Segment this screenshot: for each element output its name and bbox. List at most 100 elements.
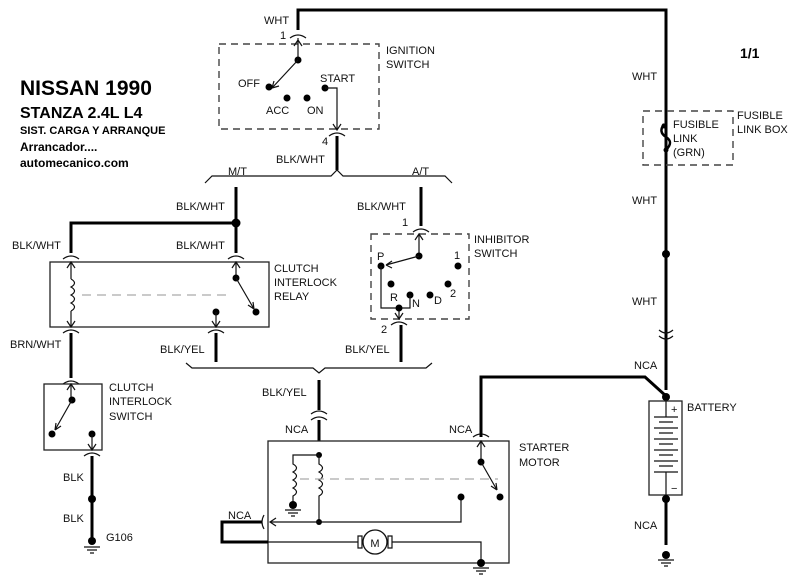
- motor-symbol: M: [370, 538, 379, 550]
- wire-battery-cable: [479, 375, 668, 437]
- inh-pos-r: R: [390, 292, 398, 304]
- contact-dot: [48, 430, 56, 438]
- inh-pos-n: N: [412, 298, 420, 310]
- branch-mt: M/T: [228, 166, 247, 178]
- fusible-link-box-label-2: LINK BOX: [737, 124, 788, 136]
- connector-icon: [62, 329, 225, 334]
- inhibitor-switch-arm: [385, 255, 420, 269]
- inh-pin-1: 1: [402, 217, 408, 229]
- ground-label: G106: [106, 532, 133, 544]
- relay-switch-arm: [235, 277, 255, 310]
- wire-label-batt-pos: NCA: [634, 360, 658, 372]
- ground-icon: [473, 567, 489, 575]
- connector-icon: [328, 132, 346, 137]
- motor-brushes: [357, 535, 393, 549]
- connector-icon: [310, 410, 328, 421]
- starter-m-circuit: [268, 497, 462, 527]
- battery-label: BATTERY: [687, 402, 737, 414]
- contact-dot: [252, 308, 260, 316]
- wire-label-relay-sw-out: BLK/YEL: [160, 344, 205, 356]
- contact-dot: [303, 94, 311, 102]
- ign-pos-start: START: [320, 73, 355, 85]
- ign-pos-off: OFF: [238, 78, 260, 90]
- contact-dot: [387, 280, 395, 288]
- switch-arm: [271, 59, 299, 89]
- branch-bracket: [204, 169, 453, 184]
- wire-label-starter-s: NCA: [285, 424, 309, 436]
- branch-at: A/T: [412, 166, 429, 178]
- inh-pos-1: 1: [454, 250, 460, 262]
- wire-label-relay-coil-out: BRN/WHT: [10, 339, 62, 351]
- page-indicator: 1/1: [740, 45, 760, 61]
- motor-circuit: [268, 541, 482, 563]
- clutch-switch-label-2: INTERLOCK: [109, 396, 173, 408]
- relay-label-1: CLUTCH: [274, 263, 319, 275]
- contact-dot: [457, 493, 465, 501]
- connector-icon: [658, 329, 674, 340]
- starter-label-1: STARTER: [519, 442, 569, 454]
- title-make-year: NISSAN 1990: [20, 77, 152, 100]
- ground-dot: [477, 559, 485, 567]
- battery-minus: −: [671, 483, 677, 495]
- ground-dot: [662, 551, 670, 559]
- ground-dot: [289, 501, 297, 509]
- battery-plus: +: [671, 404, 677, 416]
- wire-label-inh-out: BLK/YEL: [345, 344, 390, 356]
- connector-icon: [390, 321, 408, 326]
- arrow-icon: [414, 232, 424, 256]
- title-system: SIST. CARGA Y ARRANQUE: [20, 125, 165, 137]
- contact-dot: [661, 123, 667, 129]
- ignition-switch-label-2: SWITCH: [386, 59, 429, 71]
- ign-pin-1: 1: [280, 30, 286, 42]
- ground-icon: [658, 559, 674, 567]
- starter-motor-box: [267, 440, 510, 564]
- ignition-switch-box: [218, 43, 380, 130]
- motor-icon: [362, 529, 388, 555]
- ign-pos-on: ON: [307, 105, 324, 117]
- arrow-icon: [87, 434, 97, 452]
- wire-label-wht-right-1: WHT: [632, 71, 657, 83]
- wire-label-clutch-sw-out: BLK: [63, 472, 84, 484]
- title-model: STANZA 2.4L L4: [20, 105, 142, 122]
- connector-icon: [289, 34, 307, 39]
- hold-coil-icon: [291, 454, 319, 505]
- contact-dot: [444, 280, 452, 288]
- battery-cells-icon: [654, 401, 678, 495]
- wire-label-mt-feed: BLK/WHT: [176, 201, 225, 213]
- connector-icon: [261, 514, 265, 530]
- fusible-link-icon: [660, 123, 672, 151]
- contact-dot: [663, 147, 669, 153]
- inhibitor-label-2: SWITCH: [474, 248, 517, 260]
- clutch-switch-label-1: CLUTCH: [109, 382, 154, 394]
- connector-icon: [83, 452, 101, 457]
- arrow-icon: [293, 38, 303, 60]
- battery-positive-terminal: [662, 393, 670, 401]
- ignition-switch-label-1: IGNITION: [386, 45, 435, 57]
- inh-pin-2: 2: [381, 324, 387, 336]
- connector-icon: [412, 228, 430, 233]
- pull-coil-icon: [317, 455, 324, 522]
- inhibitor-label-1: INHIBITOR: [474, 234, 529, 246]
- wire-wht-main: [296, 8, 668, 390]
- wire-starter-m-loop: [220, 520, 268, 544]
- fusible-link-label-1: FUSIBLE: [673, 119, 719, 131]
- wire-label-relay-sw-in: BLK/WHT: [176, 240, 225, 252]
- ground-icon: [285, 509, 301, 517]
- wire-label-starter-m: NCA: [228, 510, 252, 522]
- wire-label-at-feed: BLK/WHT: [357, 201, 406, 213]
- contact-dot: [265, 83, 273, 91]
- contact-dot: [426, 291, 434, 299]
- arrow-icon: [211, 312, 221, 329]
- inh-pos-2: 2: [450, 288, 456, 300]
- contact-dot: [454, 262, 462, 270]
- fusible-link-label-2: LINK: [673, 133, 698, 145]
- wire-label-ign-out: BLK/WHT: [276, 154, 325, 166]
- relay-coil-icon: [66, 260, 76, 329]
- contact-dot: [395, 304, 403, 312]
- clutch-interlock-relay-box: [49, 261, 270, 328]
- wire-label-starter-b: NCA: [449, 424, 473, 436]
- wire-label-relay-coil-in: BLK/WHT: [12, 240, 61, 252]
- wire-label-starter-feed: BLK/YEL: [262, 387, 307, 399]
- splice-dot: [662, 250, 670, 258]
